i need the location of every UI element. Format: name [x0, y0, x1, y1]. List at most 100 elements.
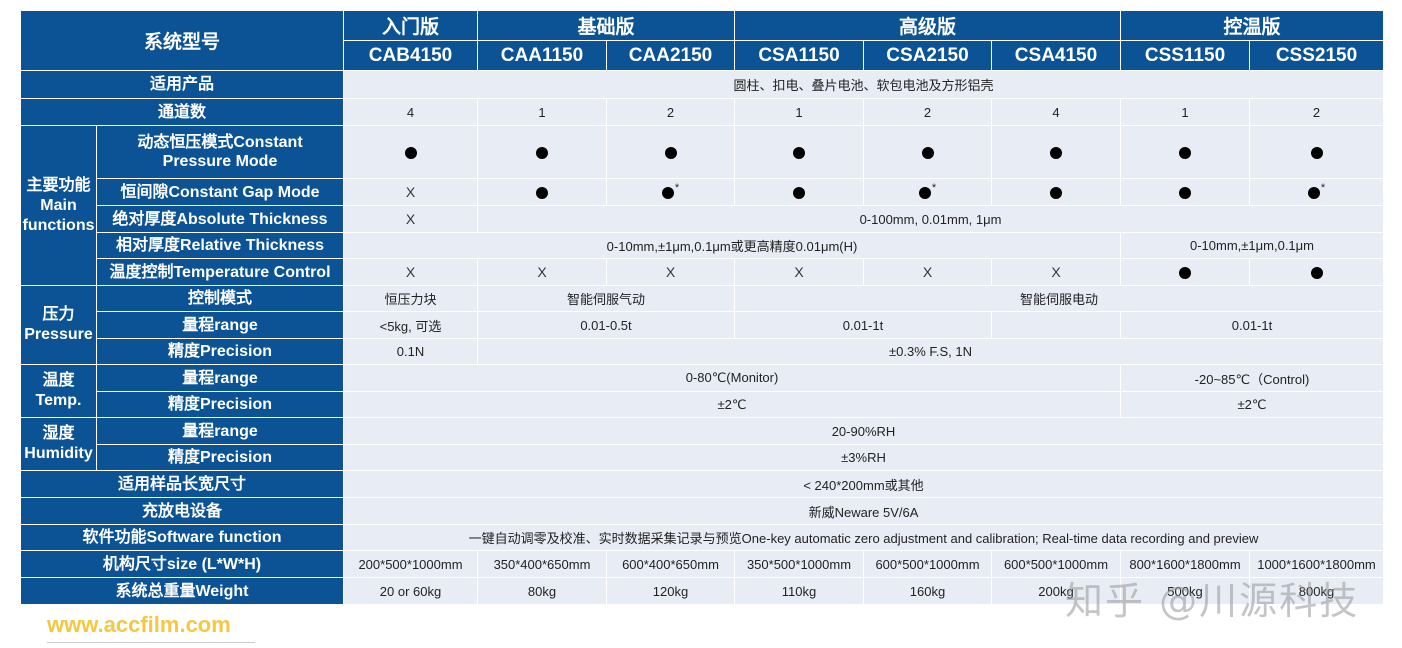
- supported-dot-icon: [664, 147, 677, 160]
- cell-value: 智能伺服电动: [734, 285, 1384, 312]
- table-row: 通道数 4 1 2 1 2 4 1 2: [20, 98, 1384, 126]
- supported-dot-icon: [1310, 147, 1323, 160]
- row-label: 相对厚度Relative Thickness: [96, 232, 344, 259]
- supported-dot-icon: [793, 187, 805, 200]
- category-cn: 压力: [42, 306, 75, 323]
- model-header: CSA1150: [734, 40, 864, 71]
- cell-value: [1120, 178, 1250, 206]
- cell-value: 0-80℃(Monitor): [343, 364, 1121, 392]
- spec-table: 系统型号 入门版 基础版 高级版 控温版 CAB4150 CAA1150 CAA…: [20, 10, 1384, 605]
- cell-value: X: [343, 178, 478, 206]
- asterisk-note-icon: *: [931, 181, 937, 194]
- supported-dot-icon: [1310, 267, 1323, 280]
- cell-value: 500kg: [1120, 577, 1250, 605]
- row-label: 量程range: [96, 417, 344, 445]
- row-label: 适用产品: [20, 70, 344, 99]
- cell-value: 4: [343, 98, 478, 126]
- supported-dot-icon: [1050, 147, 1062, 160]
- category-cn: 温度: [42, 372, 75, 389]
- cell-value: 350*400*650mm: [477, 550, 607, 578]
- model-header: CAA1150: [477, 40, 607, 71]
- row-label: 精度Precision: [96, 444, 344, 471]
- cell-value: X: [343, 205, 478, 233]
- cell-value: <5kg, 可选: [343, 311, 478, 339]
- cell-value: [606, 125, 735, 179]
- table-row: 精度Precision 0.1N ±0.3% F.S, 1N: [21, 338, 1384, 365]
- asterisk-note-icon: *: [1320, 181, 1326, 194]
- label-line: 动态恒压模式Constant: [137, 134, 303, 151]
- table-row: 相对厚度Relative Thickness 0-10mm,±1μm,0.1μm…: [21, 232, 1384, 259]
- table-row: 精度Precision ±2℃ ±2℃: [21, 391, 1384, 418]
- group-entry: 入门版: [343, 10, 478, 41]
- row-label: 机构尺寸size (L*W*H): [20, 550, 344, 578]
- cell-value: X: [734, 258, 864, 286]
- supported-dot-icon: [536, 147, 548, 160]
- category-en: Temp.: [35, 392, 82, 409]
- unsupported-x-icon: X: [922, 264, 933, 280]
- cell-value: 2: [1249, 98, 1384, 126]
- table-row: 适用产品 圆柱、扣电、叠片电池、软包电池及方形铝壳: [20, 70, 1384, 99]
- row-label: 精度Precision: [96, 338, 344, 365]
- cell-value: 0.01-0.5t: [477, 311, 735, 339]
- model-header: CAB4150: [343, 40, 478, 71]
- table-row: 恒间隙Constant Gap Mode X * * *: [21, 178, 1384, 206]
- cell-value: 80kg: [477, 577, 607, 605]
- supported-dot-icon: [1307, 187, 1320, 200]
- table-row: 温度控制Temperature Control X X X X X X: [21, 258, 1384, 286]
- row-label: 恒间隙Constant Gap Mode: [96, 178, 344, 206]
- cell-value: 800*1600*1800mm: [1120, 550, 1250, 578]
- supported-dot-icon: [918, 187, 931, 200]
- category-cn: 湿度: [42, 425, 75, 442]
- cell-value: [991, 311, 1121, 339]
- cell-value: [991, 178, 1121, 206]
- table-row: 温度 Temp. 量程range 0-80℃(Monitor) -20~85℃（…: [20, 364, 1384, 418]
- cell-value: X: [606, 258, 735, 286]
- cell-value: [1120, 125, 1250, 179]
- website-link[interactable]: www.accfilm.com: [47, 612, 231, 637]
- table-row: 量程range <5kg, 可选 0.01-0.5t 0.01-1t 0.01-…: [21, 311, 1384, 339]
- row-label: 系统总重量Weight: [20, 577, 344, 605]
- cell-value: ±3%RH: [343, 444, 1384, 471]
- table-row: 主要功能 Main functions 动态恒压模式Constant Press…: [20, 125, 1384, 286]
- cell-value: [1249, 125, 1384, 179]
- cell-value: 4: [991, 98, 1121, 126]
- cell-value: 0-10mm,±1μm,0.1μm: [1120, 232, 1384, 259]
- cell-value: 2: [863, 98, 992, 126]
- table-row: 充放电设备 新威Neware 5V/6A: [20, 497, 1384, 525]
- table-row: 系统总重量Weight 20 or 60kg 80kg 120kg 110kg …: [20, 577, 1384, 605]
- table-row: 湿度 Humidity 量程range 20-90%RH: [20, 417, 1384, 471]
- cell-value: 350*500*1000mm: [734, 550, 864, 578]
- row-label: 温度控制Temperature Control: [96, 258, 344, 286]
- row-label: 充放电设备: [20, 497, 344, 525]
- category-humidity: 湿度 Humidity: [20, 417, 97, 471]
- model-header: CSS2150: [1249, 40, 1384, 71]
- row-label: 量程range: [96, 364, 344, 392]
- row-label: 绝对厚度Absolute Thickness: [96, 205, 344, 233]
- category-cn: 主要功能: [26, 176, 91, 194]
- row-label: 软件功能Software function: [20, 524, 344, 551]
- cell-value: 1: [477, 98, 607, 126]
- cell-value: [477, 178, 607, 206]
- cell-value: 0.01-1t: [734, 311, 992, 339]
- cell-value: 1: [734, 98, 864, 126]
- label-line: Pressure Mode: [162, 153, 278, 170]
- cell-value: < 240*200mm或其他: [343, 470, 1384, 498]
- unsupported-x-icon: X: [405, 264, 416, 280]
- cell-value: [991, 125, 1121, 179]
- supported-dot-icon: [793, 147, 805, 160]
- cell-value: -20~85℃（Control): [1120, 364, 1384, 392]
- group-temp-control: 控温版: [1120, 10, 1384, 41]
- cell-value: *: [1249, 178, 1384, 206]
- cell-value: [343, 125, 478, 179]
- cell-value: 600*500*1000mm: [991, 550, 1121, 578]
- unsupported-x-icon: X: [405, 211, 416, 227]
- cell-value: [477, 125, 607, 179]
- cell-value: X: [343, 258, 478, 286]
- cell-value: 智能伺服气动: [477, 285, 735, 312]
- supported-dot-icon: [536, 187, 548, 200]
- cell-value: 20-90%RH: [343, 417, 1384, 445]
- cell-value: 110kg: [734, 577, 864, 605]
- category-temperature: 温度 Temp.: [20, 364, 97, 418]
- divider: [47, 642, 255, 643]
- unsupported-x-icon: X: [1051, 264, 1061, 280]
